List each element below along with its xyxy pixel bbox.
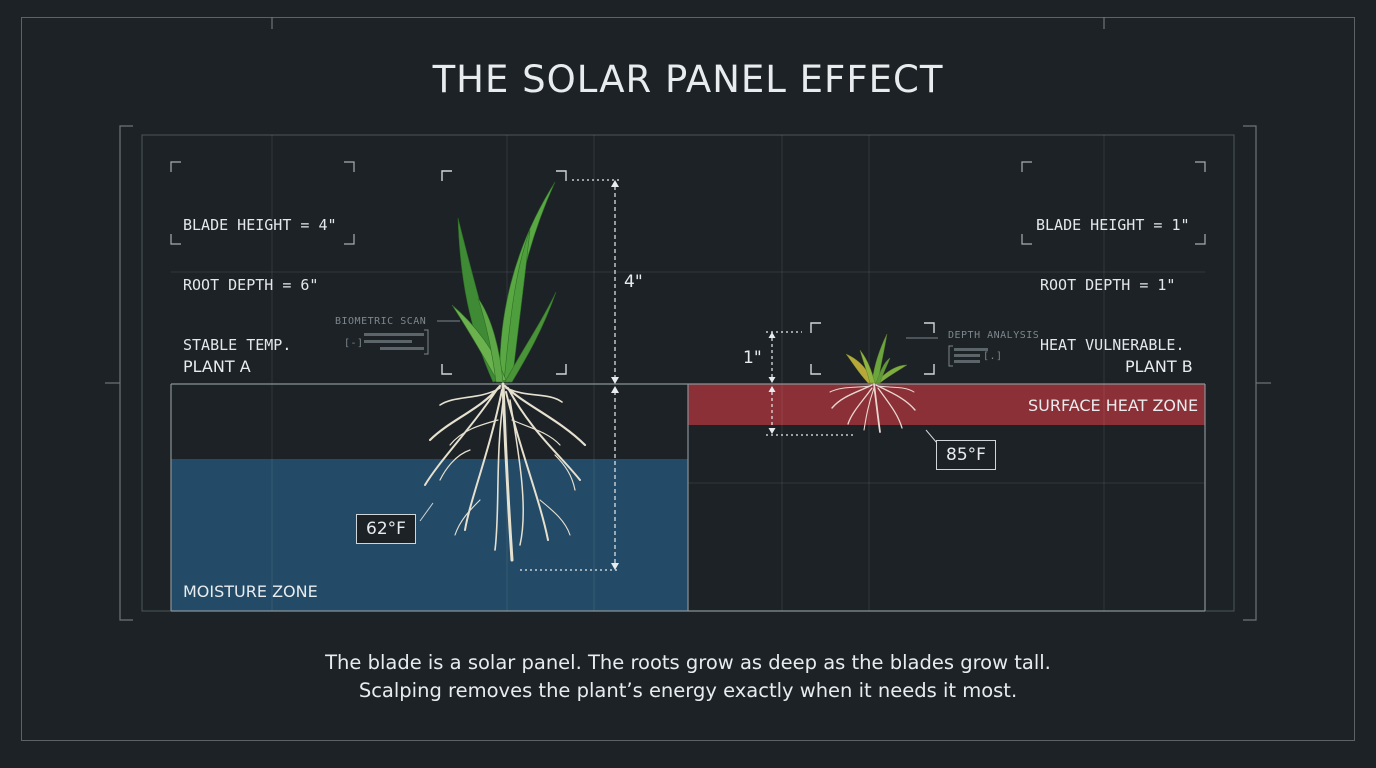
page-title: THE SOLAR PANEL EFFECT — [432, 58, 944, 101]
biometric-scan-graphic — [364, 320, 460, 355]
plant-a-measure-lines — [520, 179, 620, 571]
plant-b-temperature: 85°F — [936, 440, 996, 470]
outer-frame — [21, 17, 1355, 741]
depth-analysis-graphic — [906, 337, 988, 367]
plant-a-temp-status: STABLE TEMP. — [183, 336, 292, 354]
plant-b-measure-lines — [766, 331, 856, 436]
caption-line-1: The blade is a solar panel. The roots gr… — [325, 651, 1051, 674]
surface-heat-zone-label: SURFACE HEAT ZONE — [1028, 396, 1199, 415]
depth-analysis-label: DEPTH ANALYSIS — [948, 330, 1040, 341]
temp-a-leader — [419, 502, 434, 522]
plant-b-blades — [845, 333, 908, 384]
moisture-zone-label: MOISTURE ZONE — [183, 582, 318, 601]
biometric-scan-tag: [-] — [344, 338, 364, 349]
temp-b-leader — [925, 429, 938, 444]
plant-b-label: PLANT B — [1125, 357, 1193, 376]
plant-a-viewfinder — [441, 170, 567, 375]
soil-box — [170, 383, 1206, 612]
stats-brackets-b — [1021, 161, 1206, 245]
depth-analysis-tag: [.] — [983, 351, 1003, 362]
stats-brackets-a — [170, 161, 355, 245]
moisture-zone — [171, 459, 688, 611]
plant-b-roots — [829, 383, 916, 433]
plant-a-roots — [424, 382, 587, 562]
plant-b-height-measure: 1" — [743, 348, 762, 368]
plant-b-root-depth: ROOT DEPTH = 1" — [1040, 276, 1176, 294]
caption-line-2: Scalping removes the plant’s energy exac… — [358, 679, 1018, 702]
plant-b-heat-status: HEAT VULNERABLE. — [1040, 336, 1185, 354]
plant-b-blade-height: BLADE HEIGHT = 1" — [1036, 216, 1190, 234]
plant-a-label: PLANT A — [183, 357, 251, 376]
plant-a-blade-height: BLADE HEIGHT = 4" — [183, 216, 337, 234]
plant-a-root-depth: ROOT DEPTH = 6" — [183, 276, 319, 294]
plant-b-viewfinder — [810, 322, 935, 375]
plant-a-temperature: 62°F — [356, 514, 416, 544]
plant-b-stats: BLADE HEIGHT = 1" ROOT DEPTH = 1" HEAT V… — [1036, 175, 1190, 375]
plant-a-stats: BLADE HEIGHT = 4" ROOT DEPTH = 6" STABLE… — [183, 175, 337, 375]
biometric-scan-label: BIOMETRIC SCAN — [335, 316, 427, 327]
plant-a-blades — [451, 181, 557, 383]
plant-a-height-measure: 4" — [624, 272, 643, 292]
outer-brackets — [105, 17, 1271, 621]
